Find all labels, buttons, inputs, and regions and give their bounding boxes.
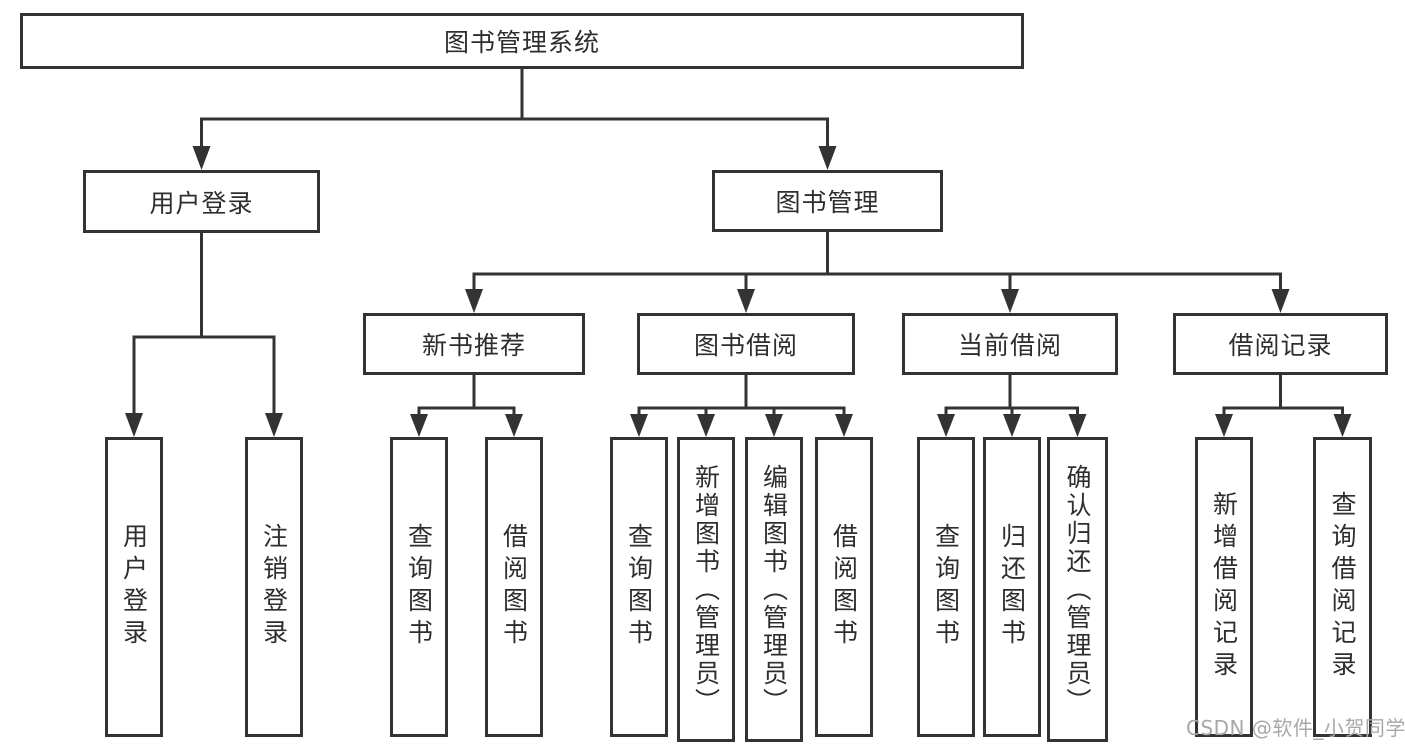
node-label: 用户登录	[149, 188, 254, 218]
arrow-down-icon	[1215, 414, 1233, 437]
node-logout: 注销登录	[245, 437, 303, 737]
node-label: 新增图书（管理员）	[691, 463, 721, 716]
arrow-down-icon	[125, 413, 143, 437]
node-library-system: 图书管理系统	[20, 13, 1024, 69]
node-label: 图书管理系统	[443, 28, 600, 57]
arrow-down-icon	[1003, 414, 1021, 437]
node-user-login: 用户登录	[83, 170, 320, 233]
node-label: 编辑图书（管理员）	[759, 463, 789, 716]
node-add-books-admin: 新增图书（管理员）	[677, 437, 735, 742]
node-user-login-leaf: 用户登录	[105, 437, 163, 737]
arrow-down-icon	[1271, 289, 1290, 313]
node-label: 借阅图书	[499, 523, 529, 651]
node-query-borrow-record: 查询借阅记录	[1313, 437, 1372, 737]
node-label: 注销登录	[259, 523, 289, 651]
connector-borrow-record-children	[1222, 375, 1344, 417]
connector-book-management-to-level3	[472, 232, 1282, 291]
connector-new-book-children	[417, 375, 516, 417]
arrow-down-icon	[1068, 414, 1087, 437]
node-label: 借阅图书	[829, 523, 859, 651]
connector-book-borrow-children	[637, 375, 846, 417]
arrow-down-icon	[192, 146, 211, 170]
node-book-management: 图书管理	[712, 170, 943, 232]
arrow-down-icon	[410, 414, 428, 437]
node-borrow-books: 借阅图书	[485, 437, 543, 737]
node-label: 确认归还（管理员）	[1063, 463, 1092, 716]
arrow-down-icon	[630, 414, 648, 437]
node-borrow-books: 借阅图书	[815, 437, 873, 737]
arrow-down-icon	[465, 289, 483, 313]
node-query-books: 查询图书	[390, 437, 448, 737]
arrow-down-icon	[505, 414, 523, 437]
arrow-down-icon	[937, 414, 955, 437]
node-confirm-return-admin: 确认归还（管理员）	[1047, 437, 1108, 742]
arrow-down-icon	[1001, 289, 1019, 313]
node-borrow-records: 借阅记录	[1173, 313, 1388, 375]
node-book-borrow: 图书借阅	[637, 313, 855, 375]
node-label: 图书借阅	[693, 331, 798, 360]
node-label: 查询图书	[624, 523, 654, 651]
arrow-down-icon	[765, 414, 783, 437]
node-label: 查询图书	[931, 523, 961, 651]
node-current-borrow: 当前借阅	[902, 313, 1118, 375]
arrow-down-icon	[265, 413, 283, 437]
connector-user-login-children	[132, 232, 276, 415]
arrowheads	[125, 146, 1352, 437]
node-label: 新增借阅记录	[1209, 491, 1239, 683]
watermark: CSDN @软件_小贺同学	[1186, 716, 1405, 740]
arrow-down-icon	[1333, 414, 1352, 437]
node-label: 新书推荐	[421, 331, 526, 360]
node-query-books: 查询图书	[917, 437, 975, 737]
node-label: 借阅记录	[1228, 331, 1333, 360]
node-label: 归还图书	[997, 523, 1027, 651]
node-new-book-recommend: 新书推荐	[363, 313, 585, 375]
arrow-down-icon	[697, 414, 715, 437]
arrow-down-icon	[835, 414, 853, 437]
node-label: 查询图书	[404, 523, 434, 651]
arrow-down-icon	[818, 146, 837, 170]
connector-root-to-level2	[200, 69, 829, 148]
node-label: 图书管理	[775, 188, 880, 217]
arrow-down-icon	[737, 289, 755, 313]
node-query-books: 查询图书	[610, 437, 668, 737]
node-label: 当前借阅	[957, 331, 1062, 360]
connector-current-borrow-children	[944, 375, 1079, 417]
node-return-books: 归还图书	[983, 437, 1041, 737]
node-edit-books-admin: 编辑图书（管理员）	[745, 437, 803, 742]
node-label: 查询借阅记录	[1328, 491, 1357, 683]
node-add-borrow-record: 新增借阅记录	[1195, 437, 1253, 737]
node-label: 用户登录	[119, 523, 149, 651]
